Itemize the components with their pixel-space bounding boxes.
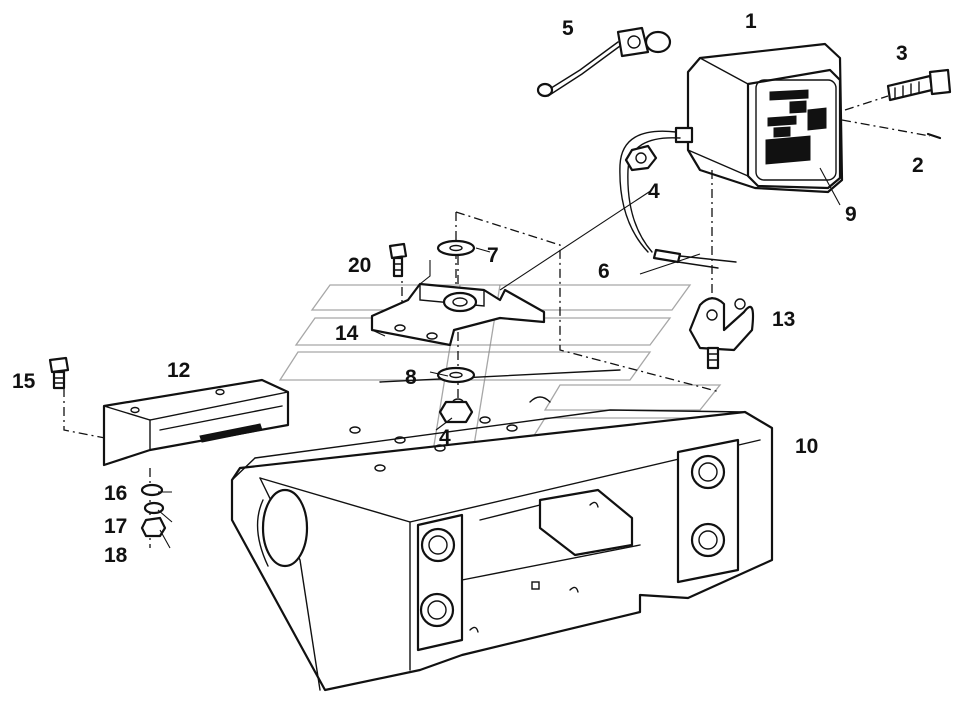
lens-pattern (765, 89, 827, 165)
callout-9: 9 (845, 203, 857, 226)
callout-10: 10 (795, 435, 818, 458)
callout-4-upper: 4 (648, 180, 660, 203)
callout-14: 14 (335, 322, 359, 345)
callout-5: 5 (562, 17, 574, 40)
bulb-with-cable (536, 26, 672, 98)
callout-labels: 1 2 3 4 4 5 6 7 8 9 10 12 13 14 15 16 17… (12, 10, 924, 567)
callout-18: 18 (104, 544, 128, 567)
callout-20: 20 (348, 254, 371, 277)
callout-16: 16 (104, 482, 127, 505)
callout-8: 8 (405, 366, 417, 389)
callout-3: 3 (896, 42, 908, 65)
small-cover-box (102, 378, 290, 467)
bolt-and-screw (841, 68, 952, 140)
callout-7: 7 (487, 244, 499, 267)
callout-6: 6 (598, 260, 610, 283)
callout-2: 2 (912, 154, 924, 177)
main-bracket-body (230, 369, 774, 692)
wires-and-nut (619, 130, 737, 269)
fasteners-center (388, 239, 476, 424)
callout-17: 17 (104, 515, 127, 538)
callout-12: 12 (167, 359, 190, 382)
callout-13: 13 (772, 308, 795, 331)
leader-lines (157, 167, 841, 549)
light-housing (674, 42, 844, 194)
mounting-bracket (370, 282, 546, 347)
fasteners-left (48, 356, 167, 538)
mounting-lug (688, 297, 755, 370)
callout-4-lower: 4 (439, 426, 451, 449)
callout-15: 15 (12, 370, 36, 393)
callout-1: 1 (745, 10, 757, 33)
